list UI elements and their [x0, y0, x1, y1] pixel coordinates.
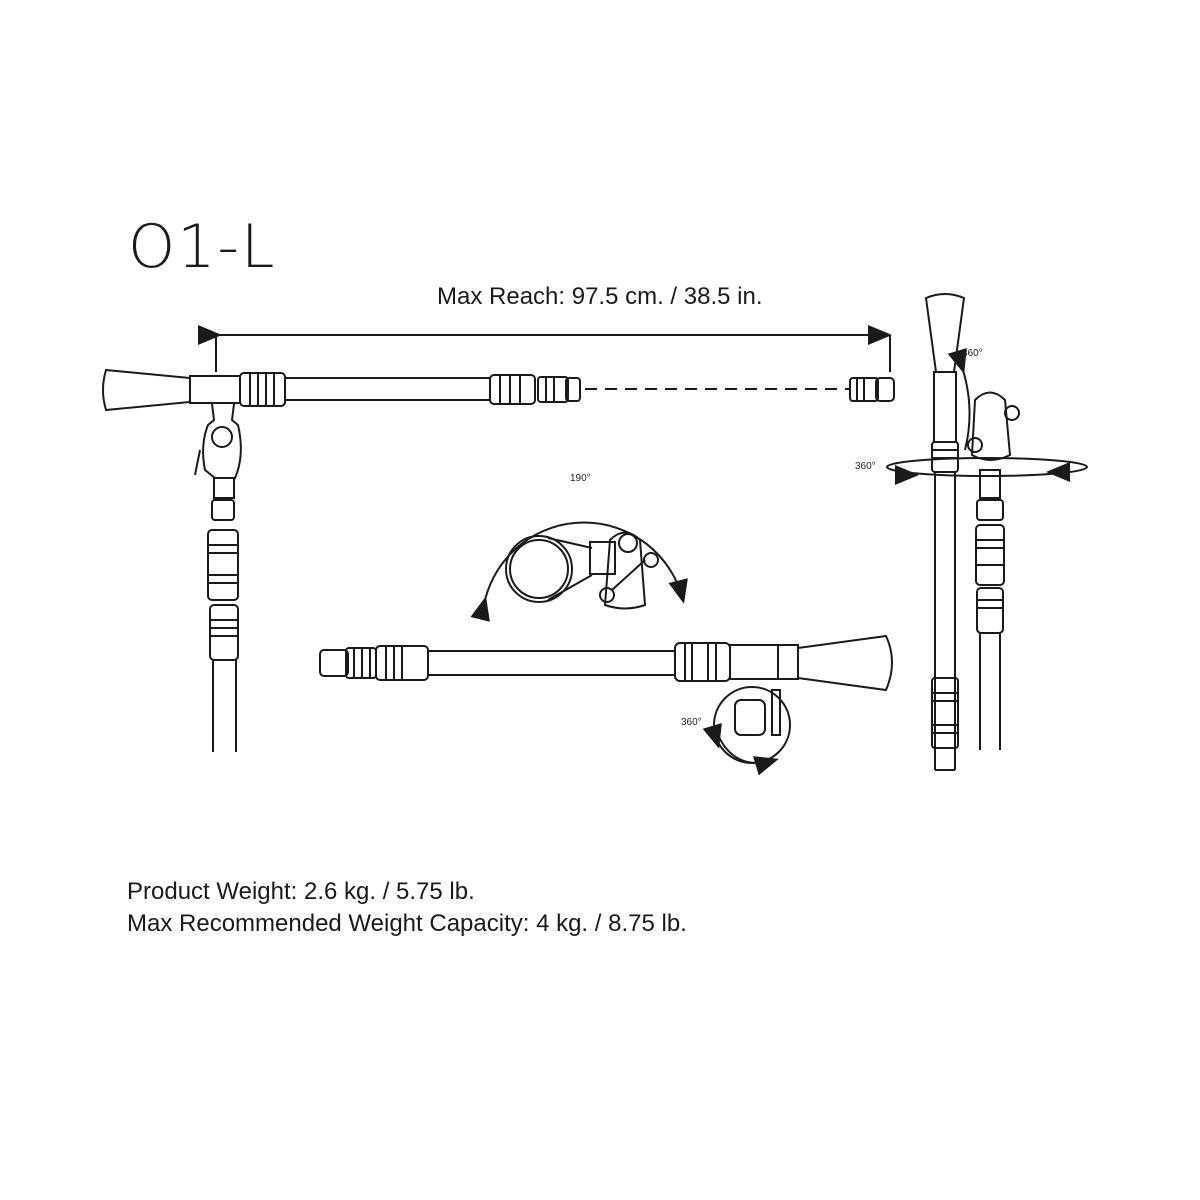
- tilt-label: 190°: [570, 473, 591, 484]
- product-title: O1-L: [128, 212, 277, 282]
- top-pan-label: 360°: [962, 348, 983, 359]
- head-rotation-label: 360°: [681, 717, 702, 728]
- extended-pole-top: [102, 368, 895, 412]
- max-reach-label: Max Reach: 97.5 cm. / 38.5 in.: [437, 283, 763, 310]
- horizontal-pan-label: 360°: [855, 461, 876, 472]
- collapsed-pole-middle: [319, 634, 893, 776]
- vertical-pole-left: [194, 403, 242, 752]
- vertical-pole-right: [886, 293, 1088, 771]
- max-weight-capacity: Max Recommended Weight Capacity: 4 kg. /…: [127, 910, 687, 937]
- tilt-rotation-diagram: [470, 521, 688, 622]
- product-weight: Product Weight: 2.6 kg. / 5.75 lb.: [127, 878, 475, 905]
- reach-dimension-line: [198, 325, 892, 372]
